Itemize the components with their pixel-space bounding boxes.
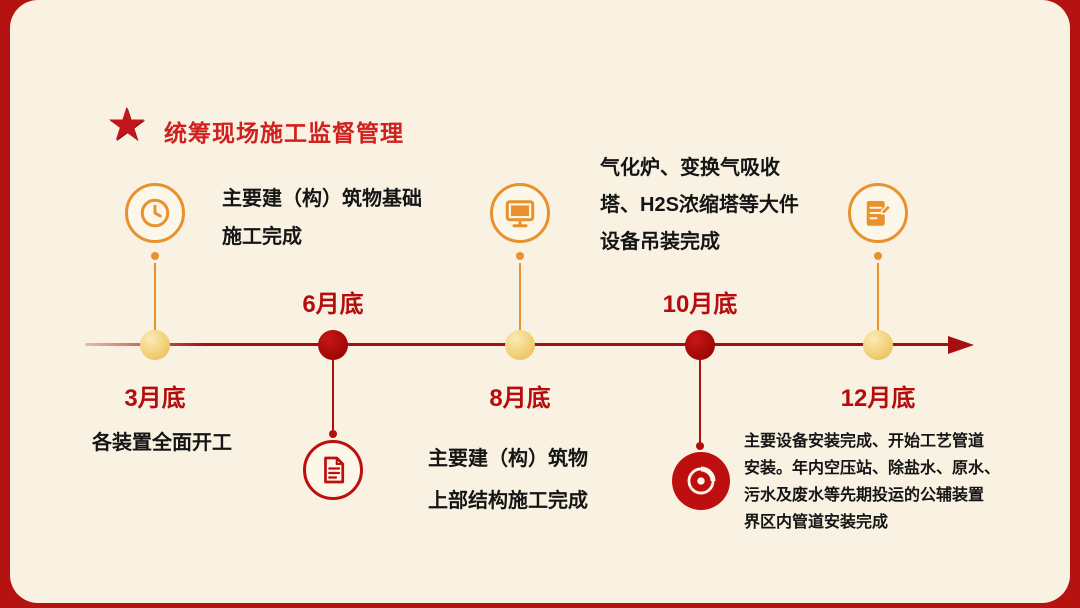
page-title: 统筹现场施工监督管理 [164,120,404,146]
callout-line: 塔、H2S浓缩塔等大件 [600,194,799,216]
star-icon: ★ [106,98,148,150]
connector-stem [877,263,879,332]
milestone-date: 10月底 [662,291,738,318]
document-icon [303,440,363,500]
callout-line: 主要建（构）筑物基础 [222,188,422,210]
connector-dot [874,252,882,260]
milestone-node-december [863,330,893,360]
connector-dot [329,430,337,438]
callout-lifting: 气化炉、变换气吸收 塔、H2S浓缩塔等大件 设备吊装完成 [600,150,799,261]
callout-start: 各装置全面开工 [92,432,232,454]
callout-foundation: 主要建（构）筑物基础 施工完成 [222,180,422,256]
disc-icon [672,452,730,510]
callout-line: 主要建（构）筑物 [428,448,588,470]
callout-line: 主要设备安装完成、开始工艺管道 [744,433,985,450]
connector-dot [516,252,524,260]
notebook-pen-icon [848,183,908,243]
milestone-node-june [318,330,348,360]
milestone-node-march [140,330,170,360]
milestone-node-august [505,330,535,360]
connector-stem [154,263,156,332]
callout-line: 气化炉、变换气吸收 [600,157,780,179]
callout-line: 上部结构施工完成 [428,490,588,512]
milestone-date: 8月底 [489,385,551,412]
callout-superstructure: 主要建（构）筑物 上部结构施工完成 [428,438,588,522]
connector-dot [696,442,704,450]
connector-stem [699,360,701,442]
connector-stem [519,263,521,332]
callout-line: 安装。年内空压站、除盐水、原水、 [744,460,1001,477]
callout-line: 施工完成 [222,226,302,248]
connector-stem [332,360,334,430]
callout-line: 界区内管道安装完成 [744,514,889,531]
callout-installation: 主要设备安装完成、开始工艺管道 安装。年内空压站、除盐水、原水、 污水及废水等先… [744,428,1000,536]
connector-dot [151,252,159,260]
callout-line: 设备吊装完成 [600,231,720,253]
callout-line: 污水及废水等先期投运的公辅装置 [744,487,985,504]
monitor-icon [490,183,550,243]
milestone-date: 6月底 [302,291,364,318]
clock-icon [125,183,185,243]
milestone-node-october [685,330,715,360]
milestone-date: 12月底 [840,385,916,412]
slide-background [10,0,1070,603]
milestone-date: 3月底 [124,385,186,412]
timeline-arrow-icon [948,336,974,354]
